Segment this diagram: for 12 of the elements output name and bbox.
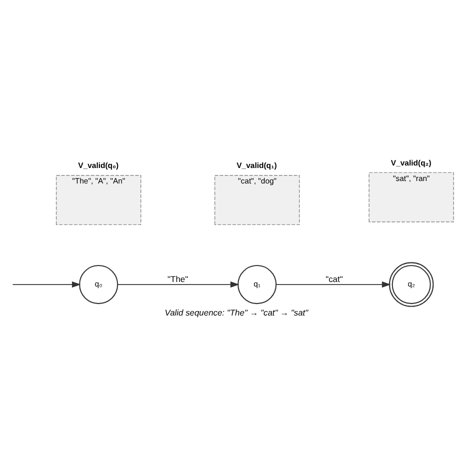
- edge-label: "cat": [326, 274, 343, 284]
- node-circle: q₀: [79, 265, 118, 304]
- node-label: V_valid(q₀): [78, 161, 119, 170]
- arrow: [276, 281, 391, 288]
- arrow: [12, 281, 81, 288]
- edge-label: "The": [168, 274, 188, 284]
- node-label: V_valid(q₁): [236, 161, 277, 170]
- arrow: [117, 281, 240, 288]
- node-circle: q₁: [238, 265, 277, 304]
- caption: Valid sequence: "The" → "cat" → "sat": [164, 307, 308, 318]
- node-label: V_valid(q₂): [390, 158, 432, 168]
- node-circle: q₂: [388, 262, 434, 307]
